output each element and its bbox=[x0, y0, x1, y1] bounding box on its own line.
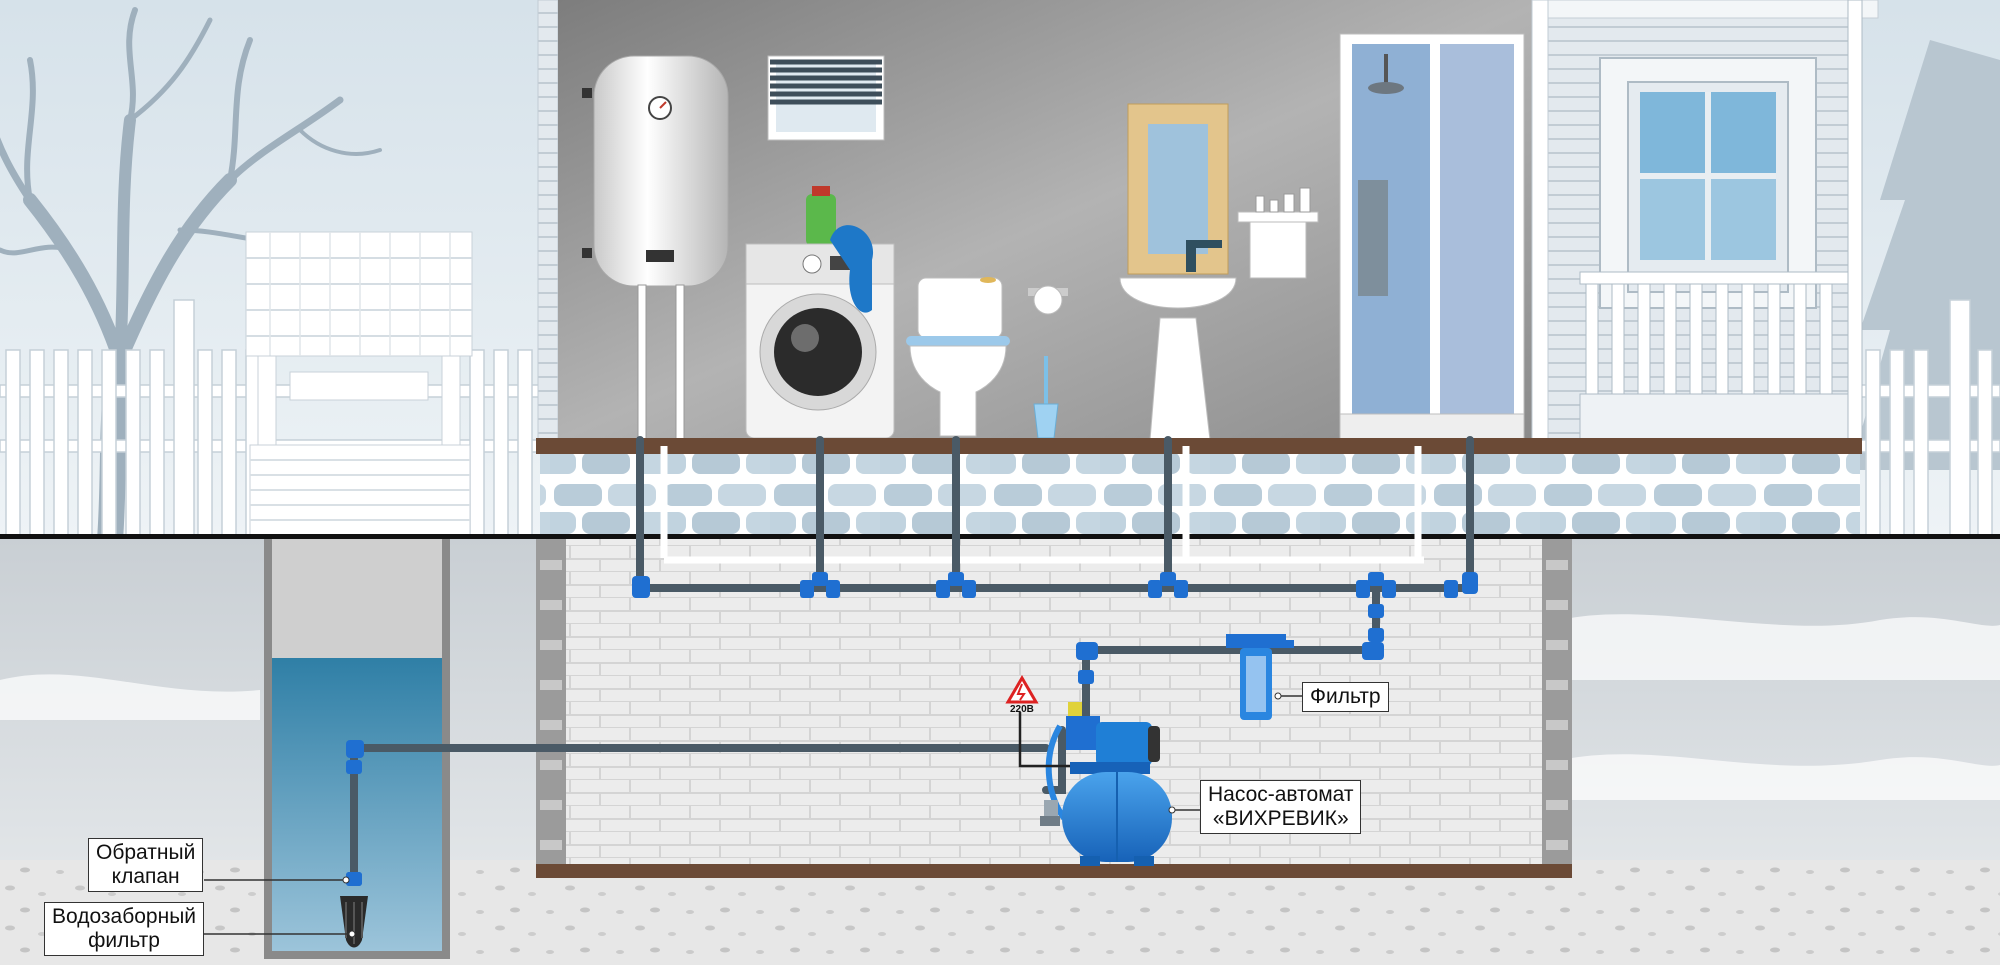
basement-wall-left bbox=[536, 539, 566, 869]
water-heater bbox=[582, 55, 729, 446]
voltage-label: 220В bbox=[1010, 704, 1034, 715]
power-cable bbox=[1018, 712, 1070, 768]
intake-filter-label: Водозаборный фильтр bbox=[44, 902, 205, 956]
check-valve bbox=[346, 872, 362, 886]
fence-right bbox=[1859, 299, 2000, 541]
high-voltage-sign-icon bbox=[1005, 675, 1039, 704]
washing-machine bbox=[745, 186, 895, 439]
leader-lines bbox=[204, 695, 1302, 935]
drain-pipes bbox=[660, 446, 1424, 564]
check-valve-label-line1: Обратный bbox=[96, 841, 196, 864]
basement-floor bbox=[536, 864, 1572, 878]
mirror bbox=[1127, 103, 1229, 275]
filter-label-text: Фильтр bbox=[1310, 685, 1381, 708]
well-house bbox=[245, 231, 473, 538]
pump-label-line1: Насос-автомат bbox=[1208, 783, 1354, 806]
basement-wall-right bbox=[1542, 539, 1572, 869]
intake-filter-label-line2: фильтр bbox=[88, 929, 160, 952]
water-filter bbox=[1226, 634, 1294, 720]
pump-station bbox=[1040, 702, 1172, 866]
shower-cabin bbox=[1339, 33, 1525, 441]
toilet-paper bbox=[1028, 285, 1068, 315]
house-floor bbox=[536, 438, 1862, 454]
check-valve-label-line2: клапан bbox=[111, 865, 180, 888]
house-wall-left bbox=[537, 0, 559, 441]
pump-label-line2: «ВИХРЕВИК» bbox=[1212, 807, 1349, 830]
pump-label: Насос-автомат «ВИХРЕВИК» bbox=[1200, 780, 1362, 834]
bathroom-shelf bbox=[1237, 187, 1319, 279]
check-valve-label: Обратный клапан bbox=[88, 838, 204, 892]
house-facade bbox=[1547, 0, 1879, 441]
toilet bbox=[906, 277, 1010, 437]
fence-left bbox=[0, 299, 541, 541]
window-blinds bbox=[767, 55, 885, 141]
foundation bbox=[540, 454, 1860, 534]
filter-label: Фильтр bbox=[1302, 682, 1389, 712]
intake-filter-label-line1: Водозаборный bbox=[52, 905, 197, 928]
ground-line bbox=[0, 534, 2000, 539]
